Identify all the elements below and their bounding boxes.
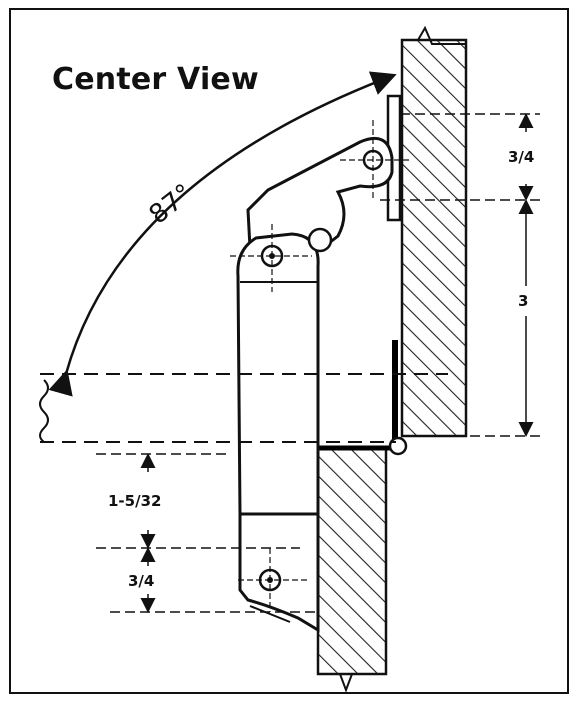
- angle-arc: [48, 71, 397, 397]
- dim-middle-label: 3: [518, 292, 528, 310]
- hinge-lower-plate: [238, 512, 320, 633]
- hinge-arm: [246, 120, 410, 252]
- angle-label: 87°: [144, 178, 199, 230]
- dim-gap-label: 1-5/32: [108, 492, 161, 510]
- door-panel: [316, 446, 388, 693]
- dim-bottom-label: 3/4: [128, 572, 154, 590]
- hinge-body: [230, 224, 333, 516]
- right-dimensions: [380, 113, 540, 437]
- dim-top-label: 3/4: [508, 148, 534, 166]
- left-dimensions: [96, 453, 320, 613]
- cabinet-wall: [400, 25, 468, 438]
